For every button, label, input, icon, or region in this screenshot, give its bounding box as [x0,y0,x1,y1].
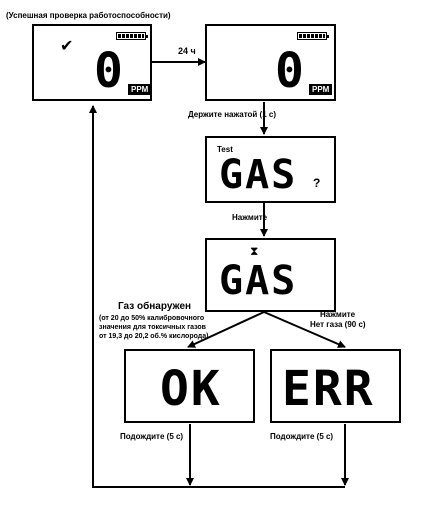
ppm-unit: PPM [128,84,152,95]
display-value: GAS [219,258,298,304]
ppm-unit: PPM [309,84,333,95]
label-24h: 24 ч [178,46,196,56]
display-err: ERR [270,349,401,423]
display-value: ERR [282,361,375,417]
label-wait-left: Подождите (5 с) [120,432,184,441]
display-value: OK [160,361,222,417]
display-value: GAS [219,152,298,198]
display-normal-start: ✔ 0 PPM [32,24,152,101]
return-line [89,105,345,488]
label-gas-detected: Газ обнаружен [118,301,192,312]
diagram-title: (Успешная проверка работоспособности) [6,11,171,20]
display-value: 0 [94,43,125,99]
gas-note-2: значения для токсичных газов [99,324,206,331]
test-label: Test [217,145,233,154]
battery-icon [116,32,148,40]
question-mark: ? [313,176,321,190]
display-after-24h: 0 PPM [205,24,336,101]
display-value: 0 [275,43,306,99]
label-hold: Держите нажатой (1 с) [188,110,276,119]
hourglass-icon: ⧗ [250,244,259,258]
label-no-gas: Нет газа (90 с) [310,320,366,329]
label-press-2: Нажмите [320,310,356,319]
battery-icon [297,32,329,40]
display-gas-timer: ⧗ GAS [205,238,336,312]
check-icon: ✔ [60,36,74,55]
gas-note-3: от 19,3 до 20,2 об.% кислорода) [99,333,209,340]
label-press-1: Нажмите [232,213,268,222]
gas-note-1: (от 20 до 50% калибровочного [99,315,205,322]
label-wait-right: Подождите (5 с) [270,432,334,441]
display-ok: OK [124,349,255,423]
arrow-d4-to-d6 [263,311,346,348]
display-test-gas: Test GAS ? [205,136,336,203]
arrow-d4-to-d5 [187,311,265,348]
